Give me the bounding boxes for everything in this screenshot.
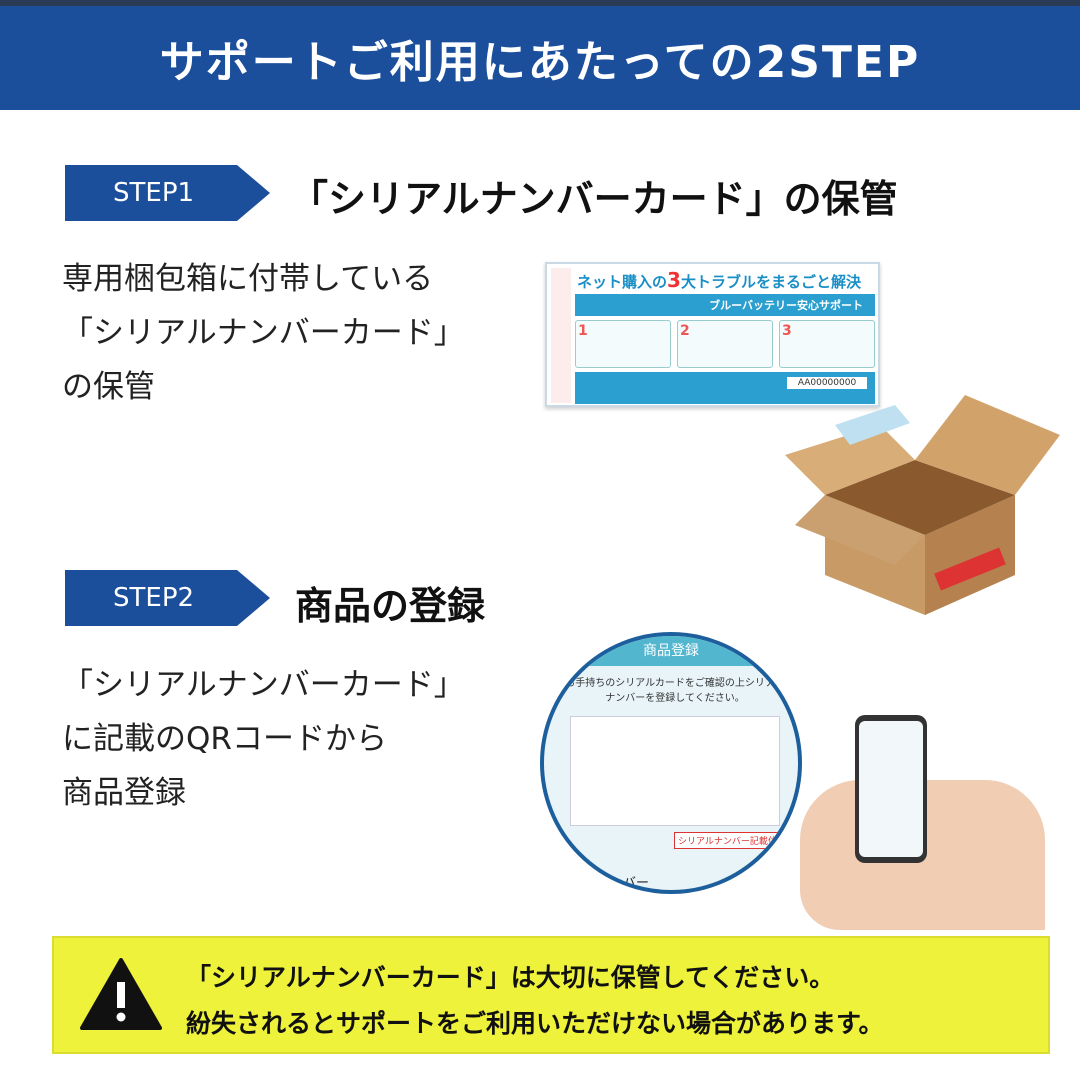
desc-line: 商品登録 [62, 775, 186, 811]
smartphone-image [855, 715, 927, 863]
card-side-strip [551, 268, 571, 403]
registration-message: お手持ちのシリアルカードをご確認の上シリアルナンバーを登録してください。 [565, 678, 785, 704]
desc-line: 「シリアルナンバーカード」 [62, 315, 465, 351]
registration-screen-zoom: 商品登録 お手持ちのシリアルカードをご確認の上シリアルナンバーを登録してください… [540, 632, 802, 894]
desc-line: の保管 [62, 369, 155, 405]
registration-title: 商品登録 [544, 636, 798, 666]
mini-card-image [570, 716, 780, 826]
cardboard-box-illustration [785, 395, 1060, 615]
step2-heading: 商品の登録 [295, 584, 486, 628]
notice-banner: 「シリアルナンバーカード」は大切に保管してください。 紛失されるとサポートをご利… [52, 936, 1050, 1054]
notice-line: 紛失されるとサポートをご利用いただけない場合があります。 [186, 1009, 884, 1038]
notice-line: 「シリアルナンバーカード」は大切に保管してください。 [186, 963, 835, 992]
desc-line: 専用梱包箱に付帯している [62, 261, 434, 297]
step2-description: 「シリアルナンバーカード」 に記載のQRコードから 商品登録 [62, 658, 465, 820]
step2-badge: STEP2 [65, 570, 270, 626]
desc-line: 「シリアルナンバーカード」 [62, 667, 465, 703]
step1-badge: STEP1 [65, 165, 270, 221]
serial-position-label: シリアルナンバー記載位置 [674, 832, 790, 849]
desc-line: に記載のQRコードから [62, 721, 387, 757]
header: サポートご利用にあたっての2STEP [0, 6, 1080, 110]
card-footer: AA00000000 [575, 372, 875, 404]
card-bar: ブルーバッテリー安心サポート [575, 294, 875, 316]
serial-field-label: ルナンバー [584, 876, 650, 891]
step1-heading: 「シリアルナンバーカード」の保管 [290, 177, 898, 221]
page-title: サポートご利用にあたっての2STEP [159, 37, 921, 88]
top-strip [0, 0, 1080, 6]
card-serial: AA00000000 [787, 377, 867, 389]
step1-description: 専用梱包箱に付帯している 「シリアルナンバーカード」 の保管 [62, 252, 465, 414]
warning-icon [80, 958, 162, 1030]
card-headline: ネット購入の3大トラブルをまるごと解決 [577, 268, 861, 292]
